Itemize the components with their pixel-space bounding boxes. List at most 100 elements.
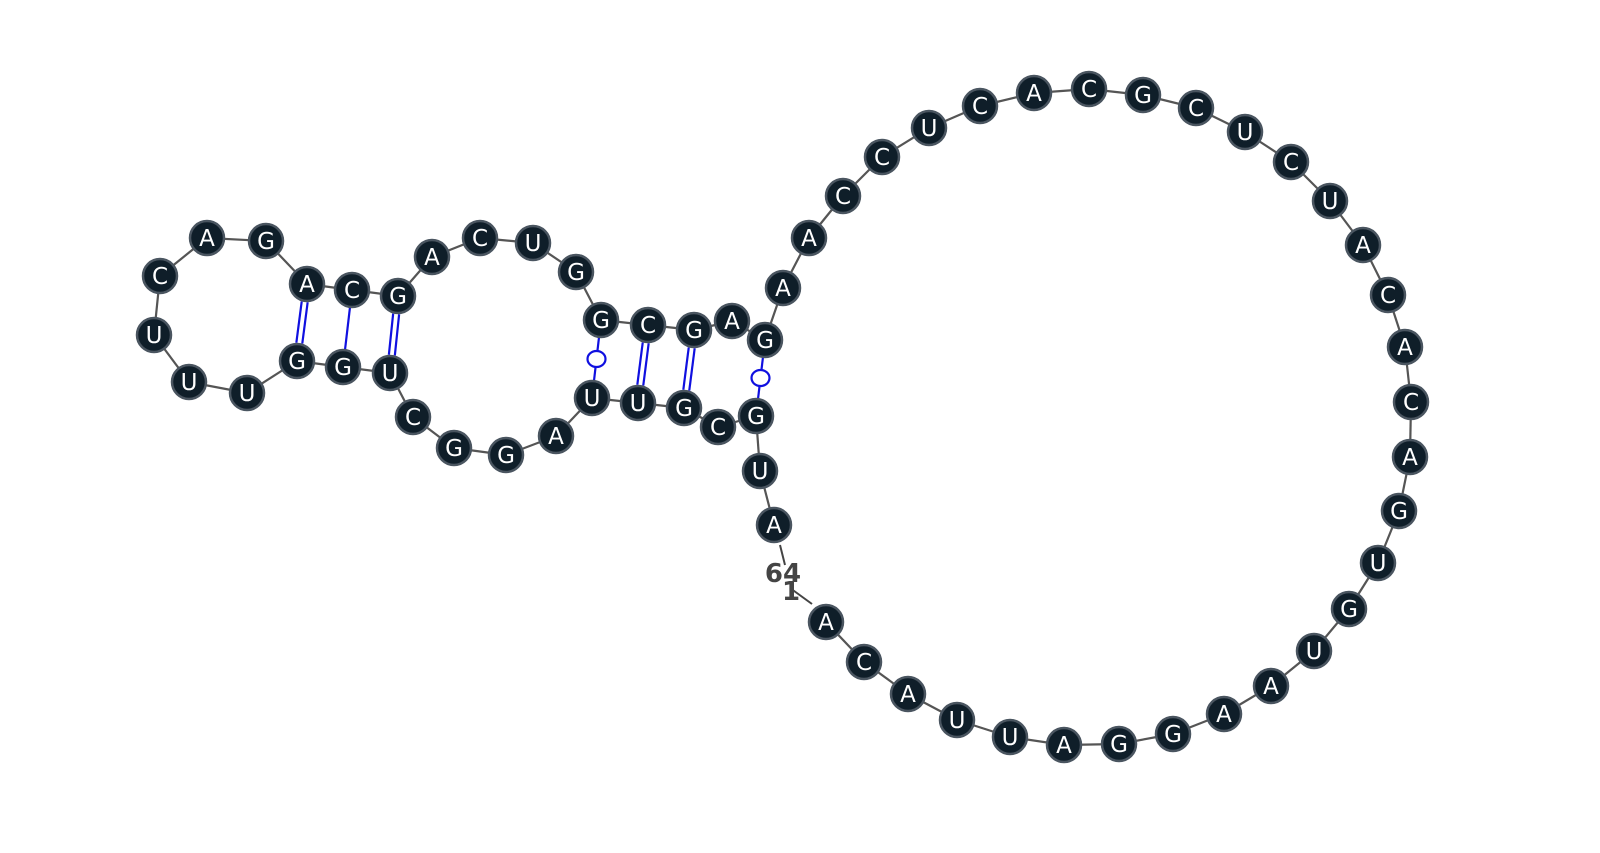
start-tick bbox=[789, 587, 813, 605]
end-tick bbox=[779, 544, 786, 566]
nucleotide-letter: G bbox=[685, 318, 703, 344]
pair-line bbox=[301, 302, 309, 344]
nucleotide-circle bbox=[278, 342, 316, 380]
nucleotide-circle bbox=[188, 219, 226, 257]
base-pair bbox=[387, 313, 401, 356]
nucleotide-letter: A bbox=[299, 272, 315, 298]
nucleotide-circle bbox=[394, 398, 432, 436]
nucleotide: A bbox=[288, 265, 326, 303]
nucleotide-circle bbox=[435, 429, 473, 467]
nucleotide-letter: A bbox=[724, 309, 740, 335]
nucleotide-circle bbox=[1154, 715, 1192, 753]
nucleotide-letter: G bbox=[747, 404, 765, 430]
nucleotide: G bbox=[1124, 76, 1162, 114]
pair-line bbox=[682, 347, 690, 390]
nucleotide: C bbox=[845, 643, 883, 681]
nucleotide: A bbox=[807, 603, 845, 641]
nucleotide-letter: A bbox=[1402, 445, 1418, 471]
nucleotide-circle bbox=[807, 603, 845, 641]
nucleotide-letter: G bbox=[1390, 499, 1408, 525]
nucleotide-letter: U bbox=[630, 391, 647, 417]
nucleotide: U bbox=[991, 718, 1029, 756]
nucleotide-letter: A bbox=[801, 226, 817, 252]
nucleotide-letter: C bbox=[972, 94, 988, 120]
nucleotide-letter: G bbox=[334, 355, 352, 381]
nucleotide-circle bbox=[1205, 695, 1243, 733]
nucleotide: G bbox=[665, 389, 703, 427]
nucleotide: C bbox=[699, 408, 737, 446]
nucleotide-letter: A bbox=[1026, 81, 1042, 107]
nucleotide-letter: U bbox=[921, 116, 938, 142]
nucleotide-circle bbox=[1392, 383, 1430, 421]
nucleotide-letter: G bbox=[1340, 597, 1358, 623]
wobble-pair bbox=[586, 337, 607, 381]
start-label: 1 bbox=[782, 577, 800, 607]
nucleotide-letter: U bbox=[752, 459, 769, 485]
nucleotide-circle bbox=[333, 271, 371, 309]
nucleotide: U bbox=[1311, 182, 1349, 220]
nucleotide: A bbox=[413, 238, 451, 276]
nucleotide-circle bbox=[1380, 492, 1418, 530]
nucleotide-letter: C bbox=[710, 415, 726, 441]
nucleotide: U bbox=[1359, 544, 1397, 582]
nucleotide-letter: C bbox=[640, 313, 656, 339]
nucleotide-letter: C bbox=[1403, 390, 1419, 416]
pair-line bbox=[393, 314, 401, 356]
base-pair bbox=[636, 342, 650, 386]
pair-line bbox=[642, 343, 650, 386]
nucleotide-circle bbox=[991, 718, 1029, 756]
nucleotide-circle bbox=[845, 643, 883, 681]
nucleotide-circle bbox=[557, 253, 595, 291]
nucleotide-letter: U bbox=[1237, 120, 1254, 146]
nucleotide-circle bbox=[141, 257, 179, 295]
nucleotide-circle bbox=[1311, 182, 1349, 220]
nucleotide: A bbox=[1015, 74, 1053, 112]
nucleotide-circle bbox=[746, 321, 784, 359]
nucleotide: A bbox=[537, 417, 575, 455]
nucleotide-circle bbox=[324, 348, 362, 386]
nucleotide-letter: C bbox=[856, 650, 872, 676]
nucleotide: G bbox=[1154, 715, 1192, 753]
nucleotide-circle bbox=[824, 177, 862, 215]
nucleotide: U bbox=[228, 374, 266, 412]
nucleotide: A bbox=[1205, 695, 1243, 733]
pair-line bbox=[688, 348, 696, 391]
base-pair bbox=[343, 307, 352, 350]
nucleotide: C bbox=[1070, 70, 1108, 108]
nucleotide: C bbox=[863, 138, 901, 176]
end-label: 64 bbox=[765, 559, 801, 589]
nucleotide-letter: A bbox=[1216, 702, 1232, 728]
nucleotide: A bbox=[764, 269, 802, 307]
nucleotide-circle bbox=[1386, 328, 1424, 366]
nucleotide-letter: U bbox=[1322, 189, 1339, 215]
nucleotide: U bbox=[741, 452, 779, 490]
nucleotide-letter: A bbox=[775, 276, 791, 302]
nucleotide: C bbox=[1272, 143, 1310, 181]
nucleotide-circle bbox=[1359, 544, 1397, 582]
nucleotide: A bbox=[790, 219, 828, 257]
nucleotide-circle bbox=[247, 222, 285, 260]
nucleotide-letter: G bbox=[497, 443, 515, 469]
nucleotide-circle bbox=[1369, 276, 1407, 314]
nucleotide-letter: A bbox=[199, 226, 215, 252]
nucleotide-circle bbox=[1045, 726, 1083, 764]
nucleotide-letter: A bbox=[1397, 335, 1413, 361]
backbone-layer bbox=[152, 87, 1413, 747]
nucleotide-circle bbox=[537, 417, 575, 455]
nucleotide-letter: A bbox=[1263, 674, 1279, 700]
pair-line bbox=[636, 342, 644, 385]
nucleotide-circle bbox=[675, 311, 713, 349]
nucleotide: G bbox=[1330, 590, 1368, 628]
nucleotide: A bbox=[1344, 226, 1382, 264]
nucleotide-circle bbox=[764, 269, 802, 307]
nucleotide: G bbox=[1100, 725, 1138, 763]
nucleotide: C bbox=[1392, 383, 1430, 421]
nucleotide-letter: G bbox=[389, 284, 407, 310]
nucleotide-letter: G bbox=[288, 349, 306, 375]
nucleotide: A bbox=[889, 675, 927, 713]
nucleotide-circle bbox=[629, 306, 667, 344]
nucleotide: C bbox=[824, 177, 862, 215]
nucleotide-letter: U bbox=[146, 323, 163, 349]
